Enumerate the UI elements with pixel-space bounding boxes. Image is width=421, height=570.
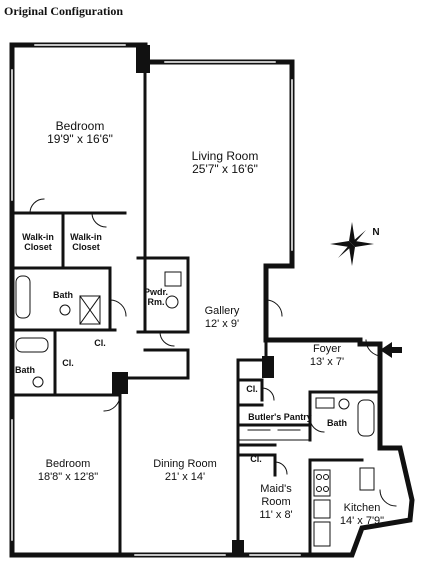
bath-2-label: Bath [15, 365, 35, 375]
maids-room-name: Maid's [260, 483, 292, 495]
living-room-label: Living Room 25'7" x 16'6" [170, 150, 280, 176]
doors [29, 198, 397, 507]
dining-room-label: Dining Room 21' x 14' [140, 458, 230, 484]
gallery-dims: 12' x 9' [204, 318, 240, 330]
bedroom-1-label: Bedroom 19'9" x 16'6" [30, 120, 130, 146]
walkin-closet-2-name: Walk-in [70, 232, 102, 242]
dining-room-dims: 21' x 14' [164, 471, 206, 483]
columns [112, 45, 274, 555]
gallery-name: Gallery [204, 305, 240, 317]
bedroom-2-dims: 18'8" x 12'8" [37, 471, 99, 483]
foyer-label: Foyer 13' x 7' [295, 343, 359, 369]
walkin-closet-1-name: Walk-in [22, 232, 54, 242]
bedroom-1-dims: 19'9" x 16'6" [47, 132, 113, 146]
maids-room-name2: Room [261, 496, 291, 508]
plan-title: Original Configuration [4, 4, 124, 18]
kitchen-dims: 14' x 7'9" [339, 515, 385, 527]
foyer-name: Foyer [312, 343, 342, 355]
bedroom-2-label: Bedroom 18'8" x 12'8" [20, 458, 116, 484]
bath-1-label: Bath [53, 290, 73, 300]
dining-room-name: Dining Room [153, 458, 217, 470]
maids-room-label: Maid's Room 11' x 8' [246, 483, 306, 522]
walkin-closet-2-name2: Closet [72, 242, 100, 252]
closet-4-label: Cl. [250, 454, 262, 464]
bath-3-label: Bath [327, 418, 347, 428]
kitchen-name: Kitchen [343, 502, 381, 514]
windows [11, 44, 301, 556]
powder-room-name: Pwdr. [143, 287, 168, 297]
entry-arrow-icon [380, 342, 402, 358]
closet-2-label: Cl. [62, 358, 74, 368]
powder-room-label: Pwdr. Rm. [142, 287, 170, 307]
foyer-dims: 13' x 7' [309, 356, 345, 368]
compass-rose-icon [330, 222, 374, 266]
walkin-closet-1-label: Walk-in Closet [14, 232, 62, 252]
walkin-closet-1-name2: Closet [24, 242, 52, 252]
closet-3-label: Cl. [246, 384, 258, 394]
compass-north-label: N [372, 227, 380, 238]
gallery-label: Gallery 12' x 9' [190, 305, 254, 331]
powder-room-name2: Rm. [147, 297, 165, 307]
walkin-closet-2-label: Walk-in Closet [62, 232, 110, 252]
butlers-pantry-label: Butler's Pantry [248, 412, 312, 422]
bedroom-2-name: Bedroom [45, 458, 91, 470]
kitchen-label: Kitchen 14' x 7'9" [332, 502, 392, 528]
maids-room-dims: 11' x 8' [259, 509, 293, 521]
bedroom-1-name: Bedroom [55, 119, 105, 133]
fixtures [15, 271, 375, 547]
closet-1-label: Cl. [94, 338, 106, 348]
living-room-dims: 25'7" x 16'6" [192, 162, 258, 176]
living-room-name: Living Room [191, 149, 259, 163]
